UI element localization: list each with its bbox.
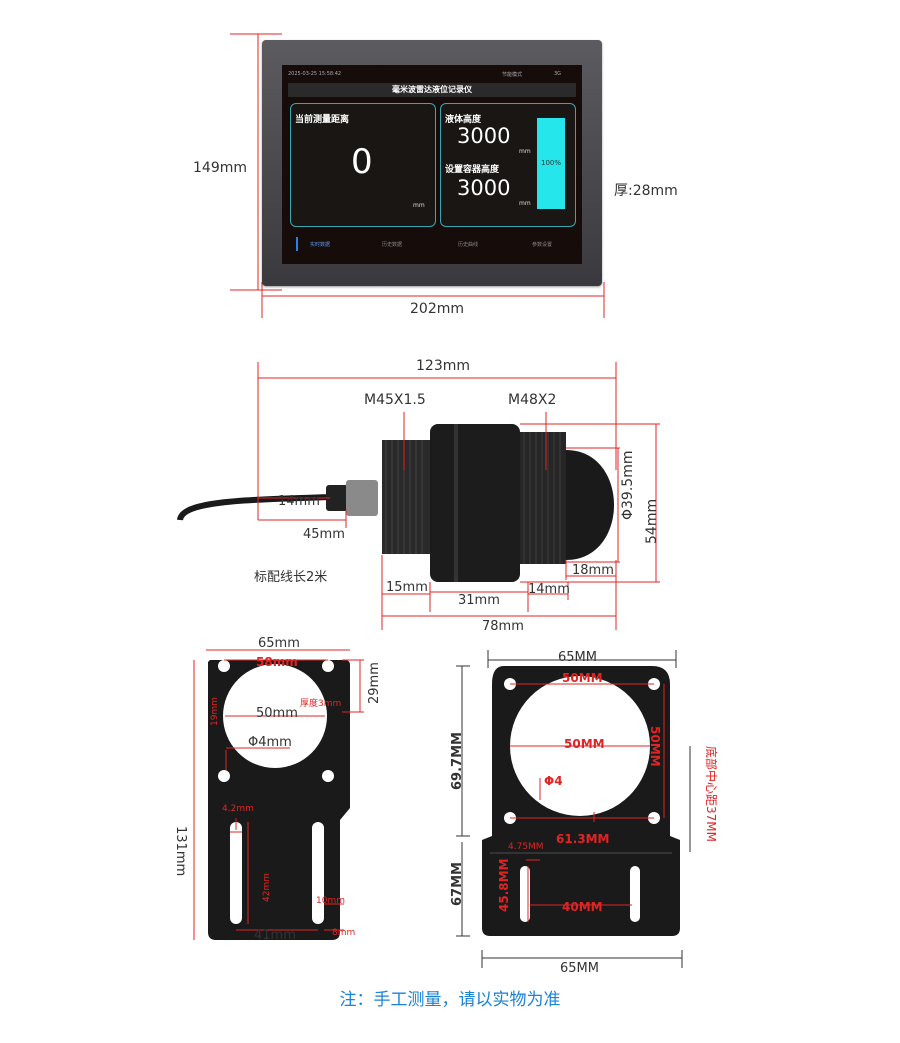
body-len-label: 78mm bbox=[482, 619, 524, 634]
distance-unit: mm bbox=[413, 202, 425, 209]
flat-slot-width: 4.2mm bbox=[222, 804, 254, 814]
screen-timestamp: 2025-03-25 15:58:42 bbox=[288, 71, 342, 77]
thread-right-label: M48X2 bbox=[508, 392, 557, 408]
container-value: 3000 bbox=[457, 176, 511, 200]
nav-settings[interactable]: 参数设置 bbox=[532, 242, 553, 248]
l-bracket-drawing bbox=[456, 650, 691, 968]
l-bottom-holes: 61.3MM bbox=[556, 832, 610, 846]
screen-nav: 实时数据 历史数据 历史曲线 参数设置 bbox=[288, 237, 576, 251]
l-height-lower: 67MM bbox=[450, 862, 465, 906]
l-hole-spacing: 50MM bbox=[562, 671, 603, 685]
flat-slot-gap: 10mm bbox=[316, 896, 345, 906]
flat-thickness: 厚度3mm bbox=[300, 699, 342, 709]
l-slot-right bbox=[630, 866, 640, 922]
sensor-total-length: 123mm bbox=[416, 358, 470, 374]
measurement-note: 注：手工测量，请以实物为准 bbox=[339, 990, 561, 1010]
level-text: 100% bbox=[540, 159, 561, 167]
flat-bracket-drawing bbox=[193, 649, 364, 940]
l-height-upper: 69.7MM bbox=[450, 732, 465, 790]
connector-nut bbox=[326, 485, 348, 511]
flat-edge: 8mm bbox=[332, 928, 356, 938]
sensor-drawing bbox=[177, 362, 660, 630]
distance-label: 当前测量距离 bbox=[295, 115, 350, 125]
flat-slot-left bbox=[230, 822, 242, 924]
dome-len-label: 18mm bbox=[572, 563, 614, 578]
liquid-unit: mm bbox=[519, 148, 531, 155]
flat-slot-right bbox=[312, 822, 324, 924]
distance-panel: 当前测量距离 0 mm bbox=[290, 103, 436, 227]
flat-center-hole-label: 50mm bbox=[256, 706, 298, 721]
flat-slot-spacing: 41mm bbox=[254, 928, 296, 943]
device-dimension-lines bbox=[230, 33, 605, 318]
connector-dia-label: 14mm bbox=[278, 494, 320, 509]
nav-realtime[interactable]: 实时数据 bbox=[310, 242, 331, 248]
device-thickness-label: 厚:28mm bbox=[614, 183, 678, 199]
flat-hole-spacing: 58mm bbox=[256, 655, 298, 669]
container-unit: mm bbox=[519, 200, 531, 207]
device-screen: 2025-03-25 15:58:42 节能模式 3G 毫米波雷达液位记录仪 当… bbox=[282, 65, 582, 264]
seg-15-label: 15mm bbox=[386, 580, 428, 595]
distance-value: 0 bbox=[351, 142, 373, 182]
connector-knurl bbox=[346, 480, 378, 516]
liquid-label: 液体高度 bbox=[445, 115, 482, 125]
seg-31-label: 31mm bbox=[458, 593, 500, 608]
screen-status: 节能模式 bbox=[502, 72, 523, 78]
cable-note: 标配线长2米 bbox=[254, 570, 328, 585]
container-label: 设置容器高度 bbox=[445, 165, 500, 175]
l-center-distance: 底部中心距37MM bbox=[704, 746, 718, 842]
thread-left-label: M45X1.5 bbox=[364, 392, 426, 408]
liquid-value: 3000 bbox=[457, 124, 511, 148]
screen-signal: 3G bbox=[554, 71, 562, 77]
l-slot-spacing: 40MM bbox=[562, 900, 603, 914]
l-hole-dia: Φ4 bbox=[544, 774, 563, 788]
l-slot-length: 45.8MM bbox=[497, 858, 511, 913]
thread-right bbox=[520, 432, 566, 564]
l-right-dim: 50MM bbox=[648, 726, 662, 767]
l-center-hole-label: 50MM bbox=[564, 737, 605, 751]
flat-width: 65mm bbox=[258, 636, 300, 651]
device-height-label: 149mm bbox=[193, 160, 247, 176]
l-width-top: 65MM bbox=[558, 650, 597, 665]
connector-len-label: 45mm bbox=[303, 527, 345, 542]
level-bar bbox=[537, 118, 565, 209]
screen-title: 毫米波雷达液位记录仪 bbox=[288, 83, 576, 97]
l-slot-width: 4.75MM bbox=[508, 842, 544, 852]
l-width-bottom: 65MM bbox=[560, 961, 599, 976]
flat-hole-dia: Φ4mm bbox=[248, 735, 292, 750]
device-width-label: 202mm bbox=[410, 301, 464, 317]
nav-history-data[interactable]: 历史数据 bbox=[382, 242, 403, 248]
nav-history-curve[interactable]: 历史曲线 bbox=[458, 242, 479, 248]
seg-14-label: 14mm bbox=[528, 582, 570, 597]
sensor-dome bbox=[566, 450, 614, 560]
sensor-body bbox=[430, 424, 520, 582]
